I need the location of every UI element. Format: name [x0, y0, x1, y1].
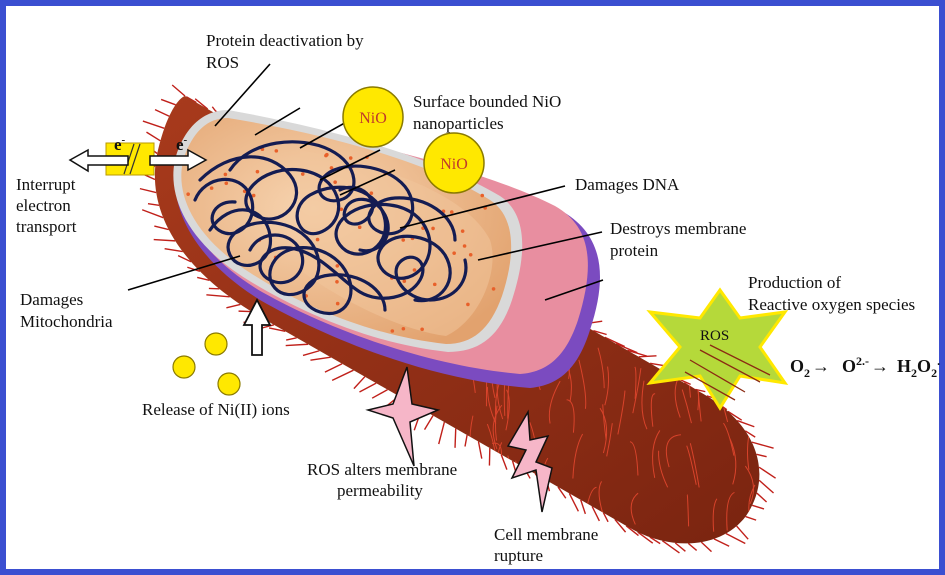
ros-reaction-equation: O2→O2.-→H2O2. — [790, 354, 940, 380]
ni-ion — [173, 356, 195, 378]
label-interrupt-line1: Interrupt — [16, 175, 76, 194]
label-rupture-line1: Cell membrane — [494, 525, 598, 544]
label-protein-deactivation-line1: Protein deactivation by — [206, 31, 364, 50]
label-surface-nio-line2: nanoparticles — [413, 114, 504, 133]
label-production-line1: Production of — [748, 273, 841, 292]
ni-ion — [205, 333, 227, 355]
label-rupture-line2: rupture — [494, 546, 543, 565]
ni-ion — [218, 373, 240, 395]
label-release-ni-ions: Release of Ni(II) ions — [142, 400, 290, 419]
label-mitochondria-line1: Damages — [20, 290, 83, 309]
label-surface-nio-line1: Surface bounded NiO — [413, 92, 561, 111]
label-protein-deactivation-line2: ROS — [206, 53, 239, 72]
label-interrupt-line3: transport — [16, 217, 77, 236]
label-production-line2: Reactive oxygen species — [748, 295, 915, 314]
label-ros-alters-line2: permeability — [337, 481, 423, 500]
ni-ions — [173, 333, 240, 395]
nio-nanoparticle-a: NiO — [343, 87, 403, 147]
ros-star-label: ROS — [700, 328, 729, 344]
label-damages-dna: Damages DNA — [575, 175, 680, 194]
label-mitochondria-line2: Mitochondria — [20, 312, 113, 331]
label-ros-alters-line1: ROS alters membrane — [307, 460, 457, 479]
nio-nanoparticle-b: NiO — [424, 133, 484, 193]
label-destroys-membrane-line2: protein — [610, 241, 659, 260]
label-destroys-membrane-line1: Destroys membrane — [610, 219, 746, 238]
label-interrupt-line2: electron — [16, 196, 71, 215]
nio-label-a: NiO — [359, 110, 387, 127]
nio-label-b: NiO — [440, 156, 468, 173]
